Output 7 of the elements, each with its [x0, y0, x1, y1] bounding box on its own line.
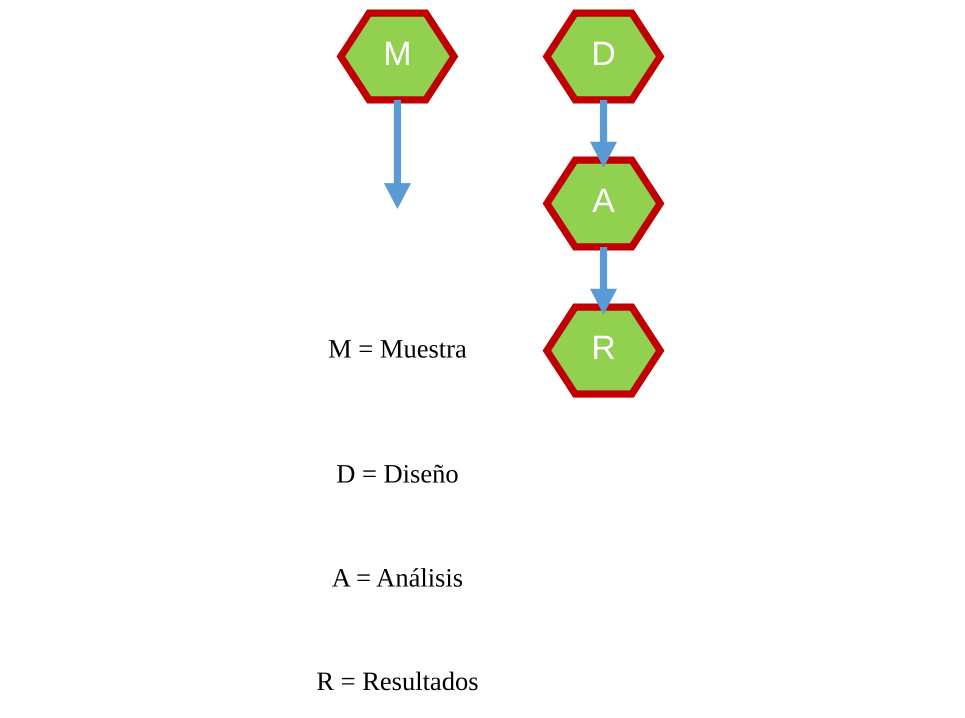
label: M = Muestra: [328, 333, 466, 364]
label: D = Diseño: [336, 458, 458, 489]
arrow: [383, 100, 410, 210]
arrow: [589, 246, 617, 315]
label: A = Análisis: [331, 562, 463, 592]
label: R = Resultados: [316, 666, 478, 696]
arrow: [589, 100, 617, 168]
